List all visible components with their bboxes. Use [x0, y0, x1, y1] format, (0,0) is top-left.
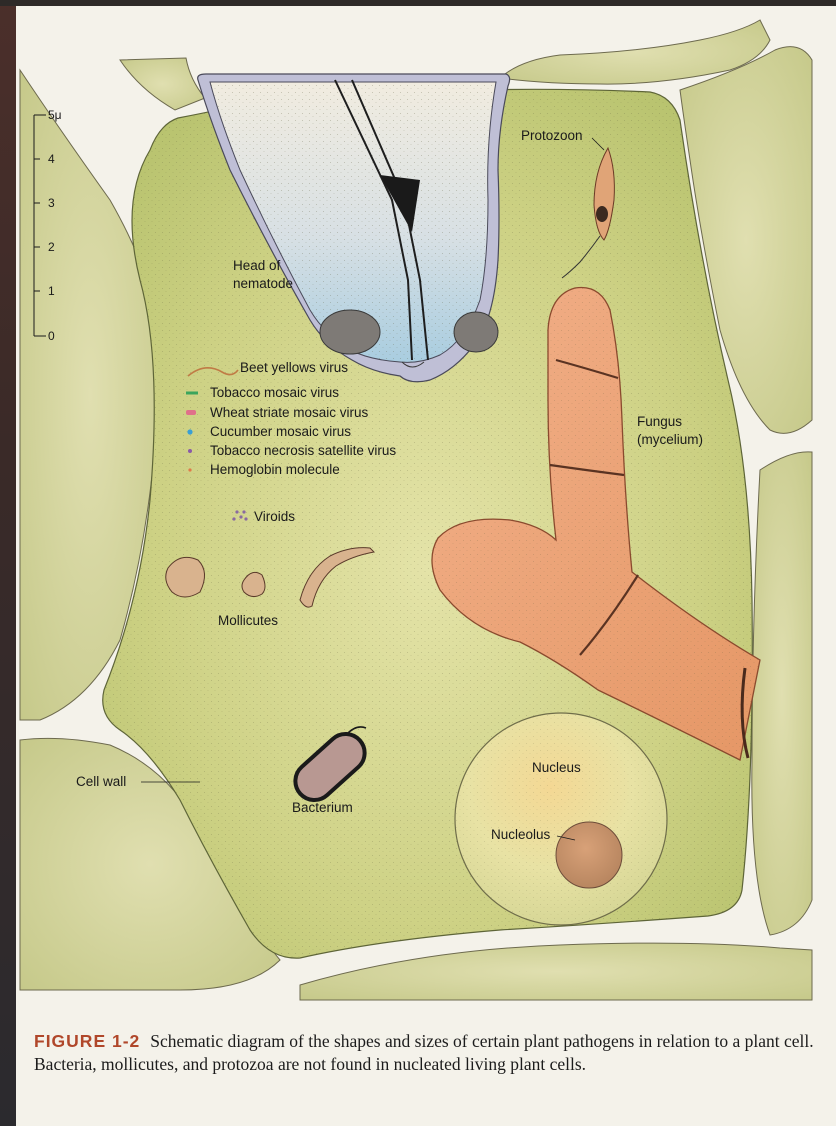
legend-marker-tobacco-necrosis [188, 449, 192, 453]
neighbor-cell-top-left [120, 58, 205, 110]
label-protozoon: Protozoon [521, 128, 583, 143]
scale-tick-1: 1 [48, 284, 55, 298]
legend-marker-cucumber-mosaic [187, 429, 192, 434]
label-nematode-line1: Head of [233, 258, 281, 273]
neighbor-cell-right-lower [752, 452, 812, 935]
legend-marker-wheat-striate [186, 410, 196, 415]
legend-label-beet-yellows: Beet yellows virus [240, 360, 348, 375]
legend-label-hemoglobin: Hemoglobin molecule [210, 462, 340, 477]
label-fungus-line2: (mycelium) [637, 432, 703, 447]
caption-text: Schematic diagram of the shapes and size… [34, 1031, 814, 1074]
label-nucleus: Nucleus [532, 760, 581, 775]
nucleolus [556, 822, 622, 888]
label-fungus-line1: Fungus [637, 414, 682, 429]
scale-tick-4: 4 [48, 152, 55, 166]
scale-tick-3: 3 [48, 196, 55, 210]
label-nucleolus: Nucleolus [491, 827, 551, 842]
legend-label-wheat-striate: Wheat striate mosaic virus [210, 405, 369, 420]
neighbor-cell-bottom [300, 943, 812, 1000]
nucleus [455, 713, 667, 925]
scale-tick-0: 0 [48, 329, 55, 343]
scale-tick-2: 2 [48, 240, 55, 254]
label-nematode-line2: nematode [233, 276, 293, 291]
figure-number: FIGURE 1-2 [34, 1031, 140, 1051]
label-mollicutes: Mollicutes [218, 613, 278, 628]
scale-tick-5: 5μ [48, 108, 62, 122]
legend-label-cucumber-mosaic: Cucumber mosaic virus [210, 424, 351, 439]
label-viroids: Viroids [254, 509, 295, 524]
label-cell-wall: Cell wall [76, 774, 126, 789]
legend-marker-hemoglobin [188, 468, 191, 471]
plant-cell-diagram: 5μ 4 3 2 1 0 Protozoon Head of nematode … [0, 0, 836, 1020]
label-bacterium: Bacterium [292, 800, 353, 815]
legend-label-tobacco-mosaic: Tobacco mosaic virus [210, 385, 339, 400]
legend-label-tobacco-necrosis: Tobacco necrosis satellite virus [210, 443, 396, 458]
